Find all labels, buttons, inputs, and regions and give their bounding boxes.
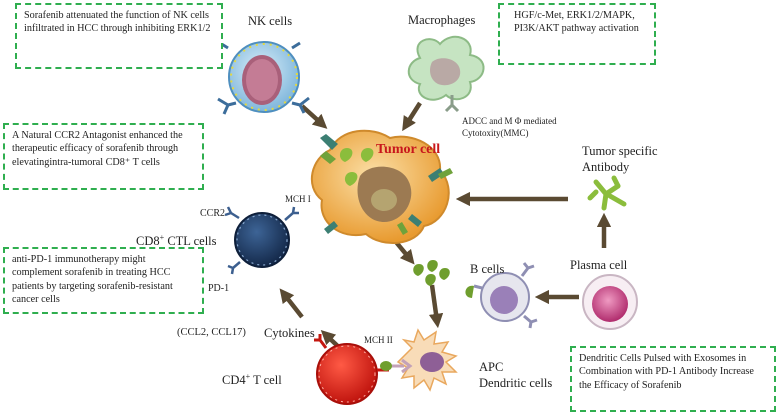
cd4-t-cell-label: CD4+ T cell	[222, 372, 282, 388]
plasma-cell	[582, 274, 638, 330]
nk-sorafenib-box: Sorafenib attenuated the function of NK …	[15, 3, 223, 69]
macrophage-pathway-box: HGF/c-Met, ERK1/2/MAPK, PI3K/AKT pathway…	[498, 3, 656, 65]
plasma-cell-label: Plasma cell	[570, 258, 628, 272]
tumor-antibody-label-line2: Antibody	[582, 160, 630, 174]
anti-pd1-box: anti-PD-1 immunotherapy might complement…	[3, 247, 204, 314]
cd8-ctl-cells-label: CD8+ CTL cells	[136, 233, 217, 249]
arrow-antigens-to-apc	[428, 284, 444, 329]
nk-cell	[217, 41, 310, 115]
arrows	[279, 101, 612, 354]
dendritic-exosome-box: Dendritic Cells Pulsed with Exosomes in …	[570, 346, 776, 412]
ccr2-antagonist-box: A Natural CCR2 Antagonist enhanced the t…	[3, 123, 204, 190]
chemokines-label: (CCL2, CCL17)	[177, 327, 246, 338]
arrow-nk-to-tumor	[300, 104, 328, 129]
mch-i-label: MCH I	[285, 194, 311, 204]
arrow-macrophage-to-tumor	[402, 101, 422, 132]
ccr2-label: CCR2	[200, 208, 226, 219]
nk-cells-label: NK cells	[248, 14, 293, 28]
macrophages-label: Macrophages	[408, 13, 476, 27]
adcc-label-line2: Cytotoxity(MMC)	[462, 128, 529, 138]
pd1-label: PD-1	[208, 283, 230, 294]
b-cell	[465, 262, 538, 329]
cytokines-label: Cytokines	[264, 326, 315, 340]
arrow-tumor-to-antigens	[394, 240, 415, 265]
arrow-cytokines-to-cd8	[279, 288, 304, 319]
apc-label: APC	[479, 360, 504, 374]
tumor-cell-title: Tumor cell	[376, 142, 441, 157]
b-cells-label: B cells	[470, 262, 505, 276]
cd8-ctl-cell	[224, 206, 299, 275]
tumor-specific-antibody	[587, 175, 627, 211]
tumor-antibody-label-line1: Tumor specific	[582, 144, 658, 158]
mch-ii-label: MCH II	[364, 335, 393, 345]
adcc-label-line1: ADCC and M Φ mediated	[462, 116, 557, 126]
antigen-particles	[413, 260, 450, 286]
dendritic-cells-label: Dendritic cells	[479, 376, 553, 390]
cd4-t-cell	[314, 334, 389, 405]
tumor-cell	[311, 129, 453, 245]
apc-dendritic-cell	[380, 328, 458, 392]
macrophage	[407, 35, 485, 113]
